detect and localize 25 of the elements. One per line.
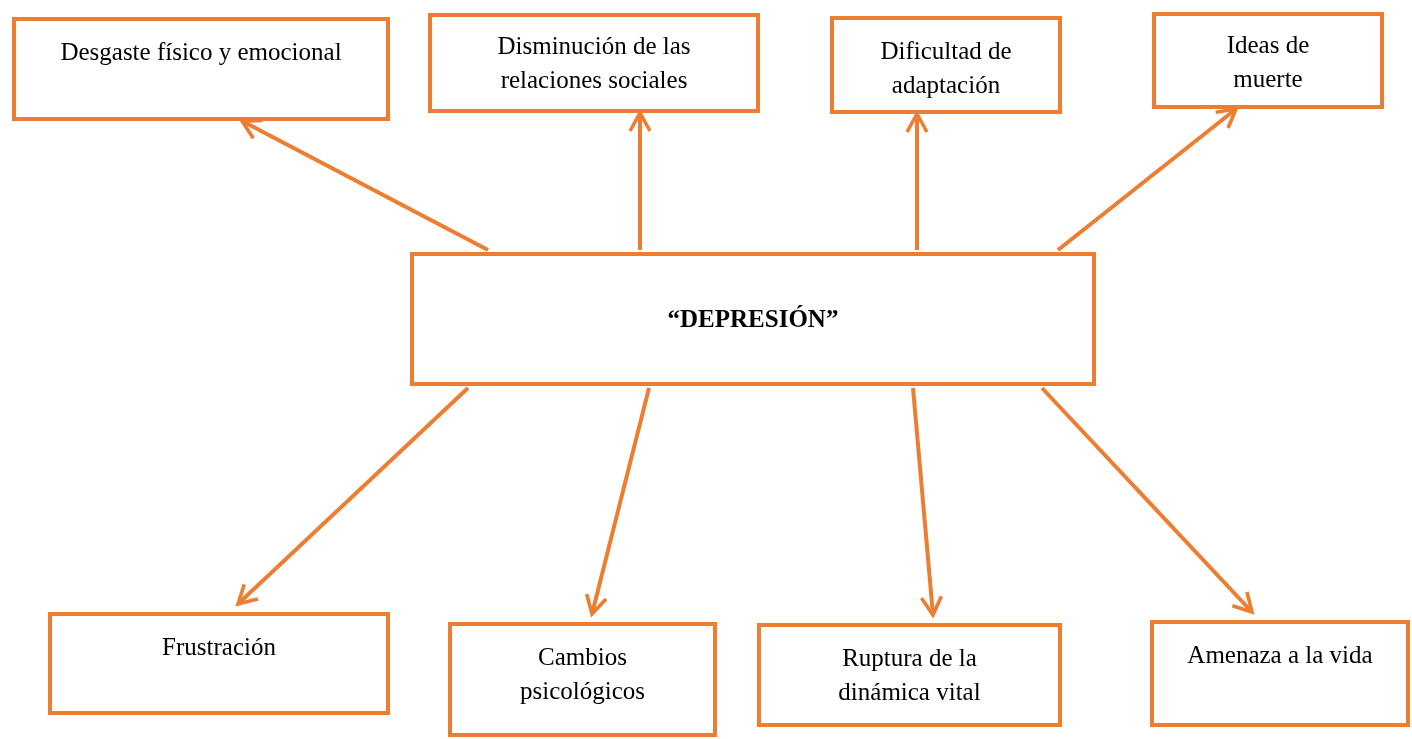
title-text: “DEPRESIÓN”: [667, 304, 839, 334]
concept-box: [48, 612, 390, 715]
arrow: [905, 112, 929, 250]
concept-text: Amenaza a la vida: [1187, 640, 1373, 670]
concept-text: Ideas de muerte: [1225, 30, 1311, 94]
concept-box: [757, 623, 1062, 727]
concept-text: Cambios psicológicos: [519, 642, 646, 706]
concept-box: [830, 16, 1062, 114]
concept-box: [428, 13, 760, 113]
concept-text: Disminución de las relaciones sociales: [496, 31, 692, 95]
concept-box: [12, 17, 390, 121]
concept-text: Ruptura de la dinámica vital: [837, 643, 982, 707]
concept-text: Dificultad de adaptación: [879, 36, 1013, 100]
concept-text: Desgaste físico y emocional: [60, 37, 342, 67]
central-box: [410, 252, 1096, 386]
arrow: [584, 387, 651, 616]
arrow: [1040, 386, 1254, 614]
arrow: [236, 386, 470, 606]
arrow: [1056, 107, 1238, 252]
arrow: [911, 387, 944, 617]
concept-text: Frustración: [162, 632, 276, 662]
concept-box: [448, 622, 717, 737]
concept-box: [1152, 12, 1384, 109]
arrow: [628, 111, 652, 250]
concept-box: [1150, 620, 1410, 727]
